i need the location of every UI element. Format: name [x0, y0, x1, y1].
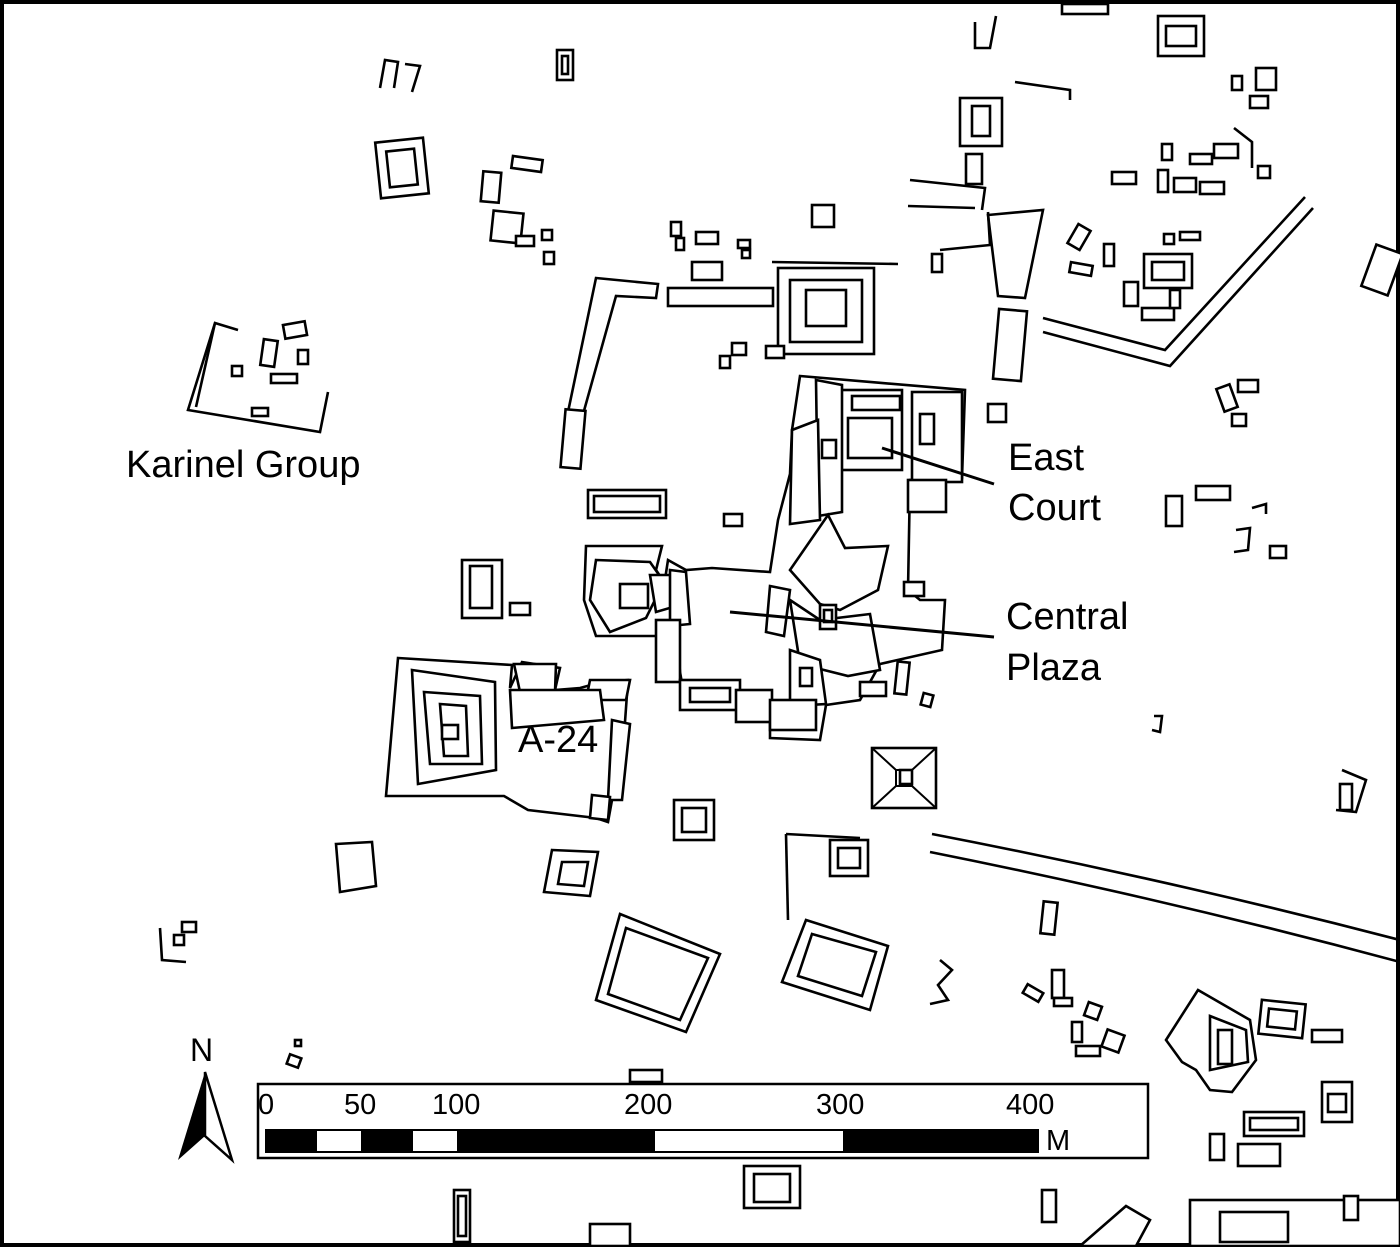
scale-tick-label: 400 [1006, 1089, 1055, 1121]
scale-tick-label: 0 [258, 1089, 275, 1121]
label-leaders [729, 446, 995, 639]
southeast-cluster [1020, 968, 1400, 1247]
label-east-court-line2: Court [1008, 487, 1101, 529]
scale-tick-label: 300 [816, 1089, 865, 1121]
scale-bar [265, 1129, 1039, 1153]
east-court-leader [881, 446, 995, 486]
central-plaza-complex [384, 488, 818, 824]
east-court-complex [658, 374, 967, 742]
label-central-plaza-line1: Central [1006, 596, 1129, 638]
scale-segment [411, 1129, 459, 1153]
north-compound [559, 15, 1072, 471]
scale-segment [315, 1129, 363, 1153]
scale-tick-label: 50 [344, 1089, 377, 1121]
scale-segment [843, 1129, 1039, 1153]
roads [929, 196, 1400, 964]
karinel-group-structures [186, 48, 575, 434]
southern-structures [158, 746, 1060, 1247]
label-karinel-group: Karinel Group [126, 444, 361, 486]
scale-segment [457, 1129, 655, 1153]
north-arrow-icon [178, 1071, 235, 1164]
east-structures [986, 378, 1368, 814]
northeast-cluster [1060, 2, 1400, 322]
north-label: N [190, 1032, 214, 1068]
label-east-court-line1: East [1008, 437, 1085, 479]
label-a24: A-24 [518, 719, 599, 761]
scale-tick-label: 100 [432, 1089, 481, 1121]
central-plaza-leader [729, 610, 995, 639]
scale-segment [653, 1129, 845, 1153]
scale-segment [361, 1129, 413, 1153]
scale-tick-label: 200 [624, 1089, 673, 1121]
scale-segment [265, 1129, 317, 1153]
label-central-plaza-line2: Plaza [1006, 647, 1102, 689]
scale-unit-label: M [1046, 1125, 1071, 1157]
